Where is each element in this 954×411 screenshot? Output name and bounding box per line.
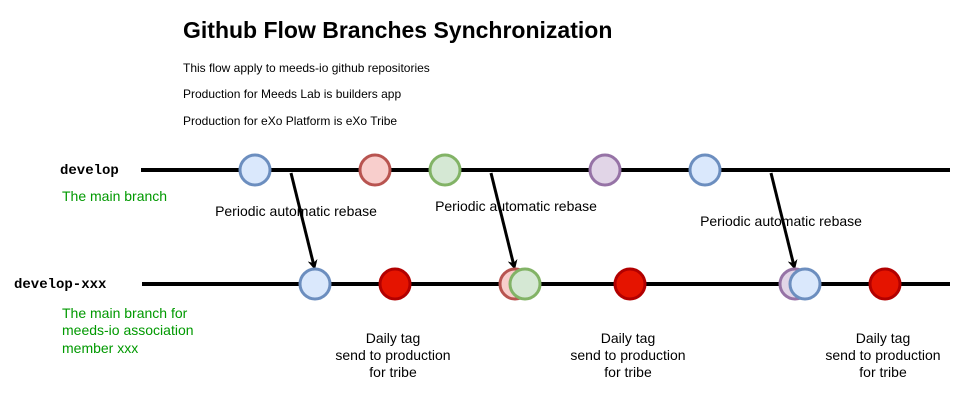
develop-xxx-commit-blue-2 (788, 267, 822, 301)
daily-tag-label-3-line2: send to production (825, 347, 940, 363)
develop-commit-blue-2 (688, 153, 722, 187)
branch-name-develop-xxx: develop-xxx (14, 277, 107, 293)
develop-commit-red (358, 153, 392, 187)
daily-tag-label-1-line1: Daily tag (366, 330, 420, 346)
note-exo-platform: Production for eXo Platform is eXo Tribe (183, 114, 397, 128)
daily-tag-label-2-line3: for tribe (604, 364, 652, 380)
develop-xxx-tag-3 (868, 267, 902, 301)
develop-xxx-commit-blue-1 (298, 267, 332, 301)
branch-name-develop: develop (60, 163, 119, 179)
daily-tag-label-3-line1: Daily tag (856, 330, 910, 346)
branch-desc-develop-xxx-line1: The main branch for (62, 305, 188, 321)
branch-desc-develop: The main branch (62, 188, 167, 204)
note-repositories: This flow apply to meeds-io github repos… (183, 61, 430, 75)
note-meeds-lab: Production for Meeds Lab is builders app (183, 87, 401, 101)
daily-tag-label-2-line1: Daily tag (601, 330, 655, 346)
develop-commit-green (428, 153, 462, 187)
develop-xxx-tag-1 (378, 267, 412, 301)
develop-xxx-commit-green (508, 267, 542, 301)
develop-xxx-tag-2 (613, 267, 647, 301)
develop-commit-blue-1 (238, 153, 272, 187)
diagram-title: Github Flow Branches Synchronization (183, 17, 612, 43)
rebase-arrow-1 (289, 172, 318, 270)
branch-desc-develop-xxx-line3: member xxx (62, 340, 138, 356)
rebase-arrow-2 (489, 172, 518, 270)
rebase-label-1: Periodic automatic rebase (215, 203, 377, 219)
develop-commit-purple (588, 153, 622, 187)
rebase-arrow-3 (769, 172, 798, 270)
daily-tag-label-2-line2: send to production (570, 347, 685, 363)
branch-desc-develop-xxx-line2: meeds-io association (62, 322, 194, 338)
rebase-label-3: Periodic automatic rebase (700, 213, 862, 229)
daily-tag-label-1-line3: for tribe (369, 364, 417, 380)
rebase-label-2: Periodic automatic rebase (435, 198, 597, 214)
daily-tag-label-3-line3: for tribe (859, 364, 907, 380)
daily-tag-label-1-line2: send to production (335, 347, 450, 363)
